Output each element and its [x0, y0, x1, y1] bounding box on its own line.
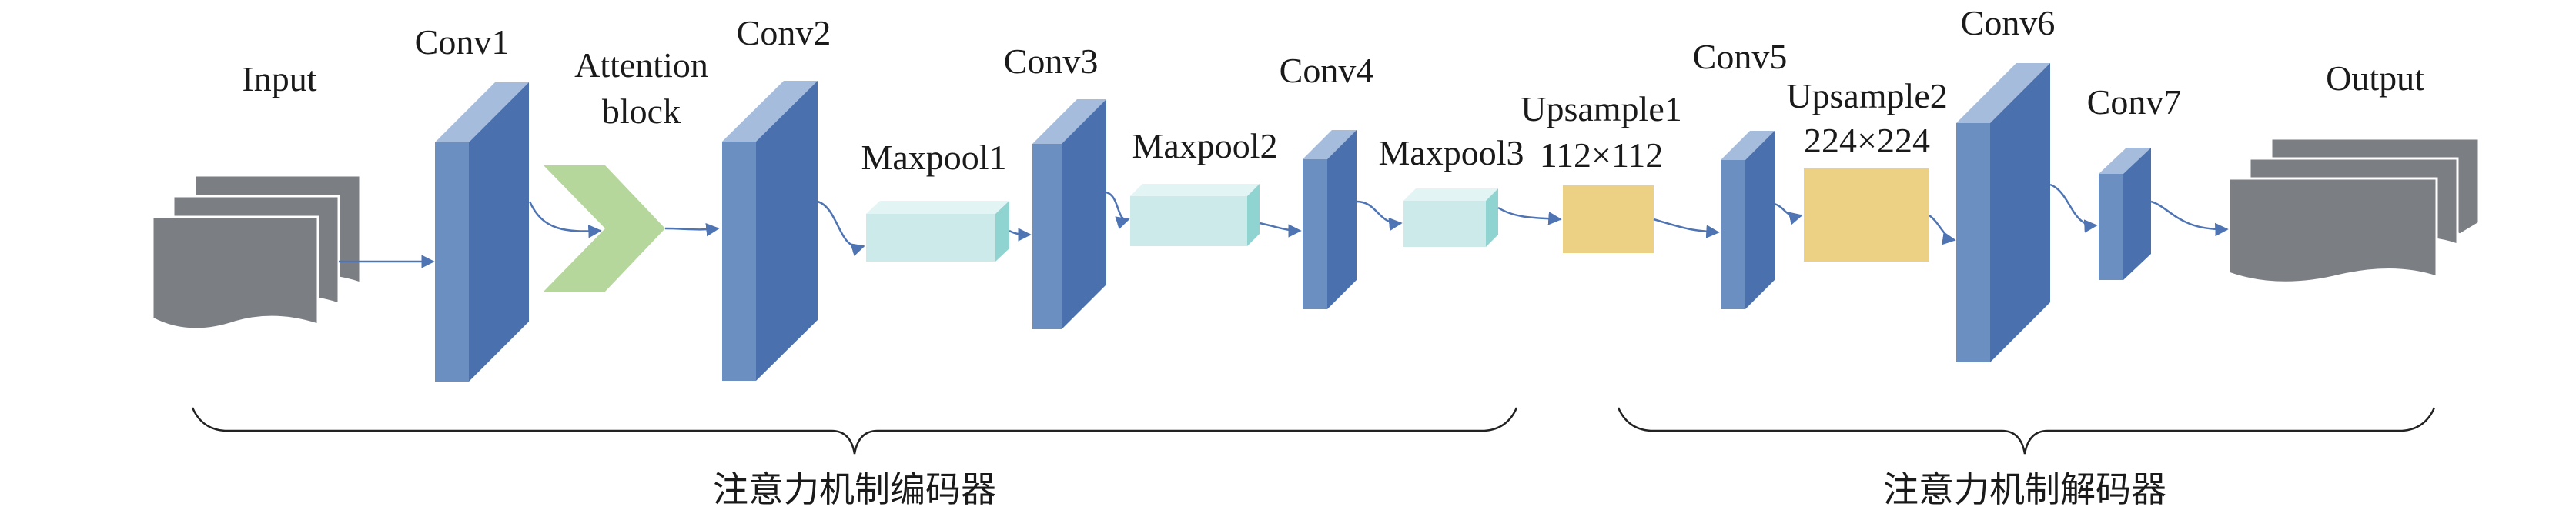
conv6-label: Conv6: [1961, 3, 2056, 42]
conv3-label: Conv3: [1004, 42, 1099, 81]
conv7-label: Conv7: [2087, 82, 2182, 122]
attention-block-shape: [544, 165, 665, 292]
upsample2-label: Upsample2: [1786, 76, 1948, 115]
conv4-block: [1303, 130, 1357, 309]
decoder-caption: 注意力机制解码器: [1883, 470, 2166, 509]
upsample2-size-label: 224×224: [1804, 121, 1930, 160]
input-sheets: [151, 174, 362, 331]
conv3-block: [1032, 99, 1106, 329]
upsample2-box: [1804, 168, 1929, 262]
attention-label-line2: block: [602, 92, 681, 131]
conv7-block: [2099, 148, 2151, 280]
upsample1-label: Upsample1: [1521, 89, 1682, 128]
output-sheets: [2227, 137, 2481, 284]
conv2-label: Conv2: [737, 13, 831, 52]
conv5-label: Conv5: [1693, 37, 1788, 76]
conv1-label: Conv1: [415, 22, 510, 62]
upsample1-size-label: 112×112: [1540, 135, 1664, 175]
input-label: Input: [242, 59, 316, 98]
conv5-block: [1721, 131, 1775, 309]
maxpool1-box: [866, 201, 1009, 262]
conv1-block: [435, 82, 529, 382]
upsample1-box: [1563, 185, 1654, 253]
maxpool3-label: Maxpool3: [1378, 133, 1524, 172]
encoder-caption: 注意力机制编码器: [713, 470, 996, 509]
maxpool3-box: [1403, 188, 1498, 247]
attention-label-line1: Attention: [574, 45, 708, 85]
encoder-brace: [191, 407, 1518, 455]
maxpool1-label: Maxpool1: [861, 138, 1006, 177]
conv4-label: Conv4: [1280, 51, 1374, 90]
decoder-brace: [1617, 407, 2436, 455]
maxpool2-box: [1130, 184, 1260, 246]
conv2-block: [722, 81, 818, 381]
conv6-block: [1956, 63, 2050, 362]
output-label: Output: [2326, 58, 2424, 98]
connector-arrows: [339, 183, 2229, 268]
maxpool2-label: Maxpool2: [1132, 126, 1277, 165]
